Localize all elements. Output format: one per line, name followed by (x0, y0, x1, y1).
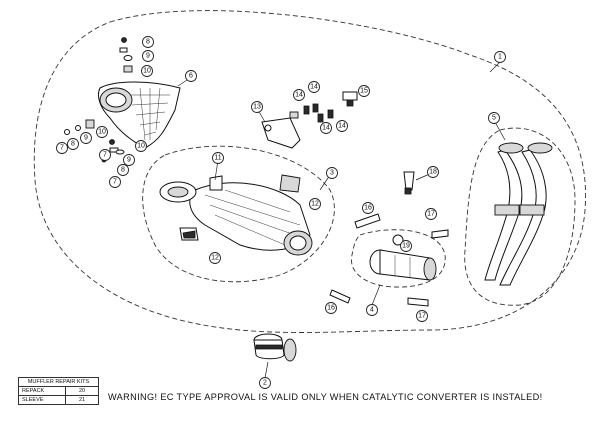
svg-text:2: 2 (263, 380, 267, 387)
kit-name: SLEEVE (18, 395, 66, 405)
springs-clamps-part (329, 213, 449, 307)
svg-text:9: 9 (84, 135, 88, 142)
kit-ref: 20 (65, 386, 99, 396)
callout-14: 14 (320, 122, 332, 134)
callout-12: 12 (209, 252, 221, 264)
callout-14: 14 (308, 81, 320, 93)
catalytic-converter-part (369, 249, 437, 281)
table-title: MUFFLER REPAIR KITS (18, 377, 99, 387)
callout-9: 9 (142, 50, 154, 62)
svg-text:17: 17 (418, 313, 426, 320)
svg-text:7: 7 (60, 145, 64, 152)
sensor-part (342, 91, 358, 107)
svg-text:16: 16 (364, 205, 372, 212)
callout-9: 9 (123, 154, 135, 166)
svg-text:8: 8 (146, 39, 150, 46)
callout-10: 10 (135, 140, 147, 152)
catalyst-cylinder-part (253, 333, 297, 362)
group-3-boundary (142, 145, 335, 283)
svg-text:12: 12 (311, 201, 319, 208)
svg-text:3: 3 (330, 170, 334, 177)
group-5-boundary (464, 127, 576, 306)
svg-text:8: 8 (71, 141, 75, 148)
svg-text:17: 17 (427, 211, 435, 218)
callout-9: 9 (80, 132, 92, 144)
link-pipe-part (484, 142, 553, 286)
callout-16: 16 (362, 202, 374, 214)
svg-text:1: 1 (498, 54, 502, 61)
fastener-set-left (64, 119, 125, 163)
callout-1: 1 (494, 51, 506, 63)
svg-text:14: 14 (295, 92, 303, 99)
svg-text:14: 14 (322, 125, 330, 132)
svg-text:6: 6 (189, 73, 193, 80)
lubricant-tube-part (403, 171, 415, 195)
callout-7: 7 (56, 142, 68, 154)
svg-text:12: 12 (211, 255, 219, 262)
svg-text:7: 7 (113, 179, 117, 186)
callout-7: 7 (99, 149, 111, 161)
svg-text:10: 10 (98, 129, 106, 136)
kit-ref: 21 (65, 395, 99, 405)
group-1-boundary (33, 10, 586, 333)
callout-18: 18 (427, 166, 439, 178)
callout-2: 2 (259, 377, 271, 389)
callout-10: 10 (141, 65, 153, 77)
svg-text:16: 16 (327, 305, 335, 312)
callout-12: 12 (309, 198, 321, 210)
callout-5: 5 (488, 112, 500, 124)
callout-13: 13 (251, 101, 263, 113)
svg-text:9: 9 (146, 53, 150, 60)
muffler-part (159, 174, 313, 256)
callout-14: 14 (293, 89, 305, 101)
table-header-row: MUFFLER REPAIR KITS (18, 377, 99, 387)
fastener-set-top (119, 37, 133, 73)
callout-10: 10 (96, 126, 108, 138)
table-row: REPACK 20 (18, 386, 99, 396)
callout-6: 6 (185, 70, 197, 82)
table-row: SLEEVE 21 (18, 395, 99, 405)
kit-name: REPACK (18, 386, 66, 396)
svg-text:5: 5 (492, 115, 496, 122)
svg-text:18: 18 (429, 169, 437, 176)
heat-shield-part (97, 81, 181, 149)
callout-14: 14 (336, 120, 348, 132)
svg-text:15: 15 (360, 88, 368, 95)
svg-text:8: 8 (121, 167, 125, 174)
callout-16: 16 (325, 302, 337, 314)
svg-text:10: 10 (143, 68, 151, 75)
svg-text:7: 7 (103, 152, 107, 159)
callout-4: 4 (366, 304, 378, 316)
svg-text:11: 11 (214, 155, 221, 162)
fittings-part (303, 103, 334, 123)
muffler-repair-kits-table: MUFFLER REPAIR KITS REPACK 20 SLEEVE 21 (18, 377, 99, 405)
svg-text:4: 4 (370, 307, 374, 314)
callout-11: 11 (212, 152, 224, 164)
callout-8: 8 (117, 164, 129, 176)
callout-3: 3 (326, 167, 338, 179)
callout-8: 8 (67, 138, 79, 150)
warning-text: WARNING! EC TYPE APPROVAL IS VALID ONLY … (108, 392, 543, 402)
callout-8: 8 (142, 36, 154, 48)
svg-text:10: 10 (137, 143, 145, 150)
svg-text:19: 19 (402, 243, 410, 250)
callout-15: 15 (358, 85, 370, 97)
callout-19: 19 (400, 240, 412, 252)
svg-text:9: 9 (127, 157, 131, 164)
callout-17: 17 (416, 310, 428, 322)
svg-text:14: 14 (310, 84, 318, 91)
svg-text:14: 14 (338, 123, 346, 130)
svg-text:13: 13 (253, 104, 261, 111)
callout-7: 7 (109, 176, 121, 188)
callout-17: 17 (425, 208, 437, 220)
bracket-part (261, 111, 301, 149)
